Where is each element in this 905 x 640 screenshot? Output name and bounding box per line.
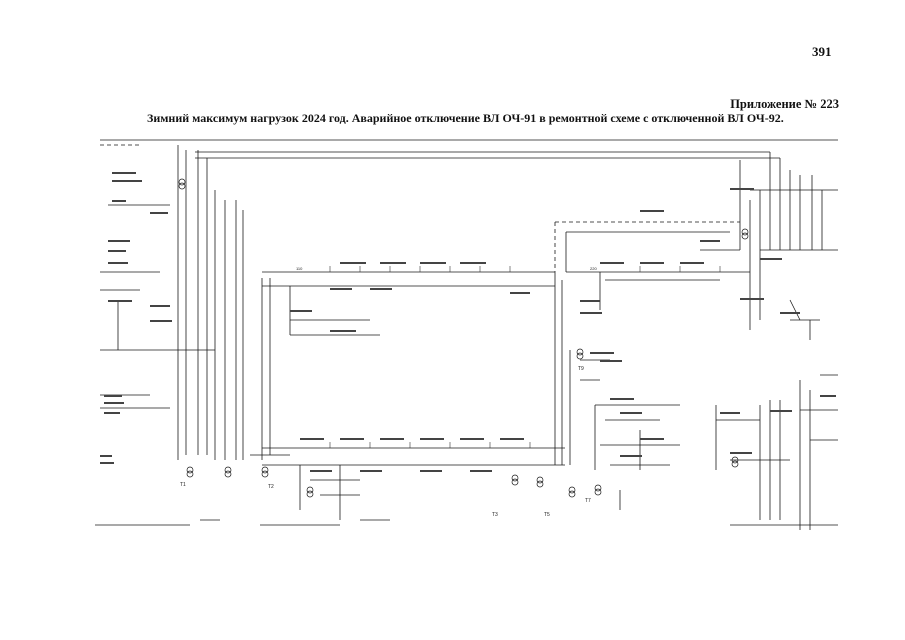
label-t2: Т2 — [268, 484, 274, 490]
annotation-blocks — [100, 172, 836, 472]
label-t7: Т7 — [585, 498, 591, 504]
label-t9: Т9 — [578, 366, 584, 372]
generator-labels: Т1 Т2 Т3 Т5 Т7 Т9 110 220 — [180, 266, 597, 518]
page-number: 391 — [812, 44, 832, 59]
label-t1: Т1 — [180, 482, 186, 488]
label-t3: Т3 — [492, 512, 498, 518]
label-110: 110 — [296, 266, 303, 271]
label-t5: Т5 — [544, 512, 550, 518]
transformer-symbols — [178, 178, 749, 498]
diagram-lines — [95, 139, 838, 530]
switch-ticks — [329, 266, 721, 448]
page-title: Зимний максимум нагрузок 2024 год. Авари… — [147, 111, 784, 125]
appendix-heading: Приложение № 223 — [730, 97, 839, 111]
label-220: 220 — [590, 266, 597, 271]
